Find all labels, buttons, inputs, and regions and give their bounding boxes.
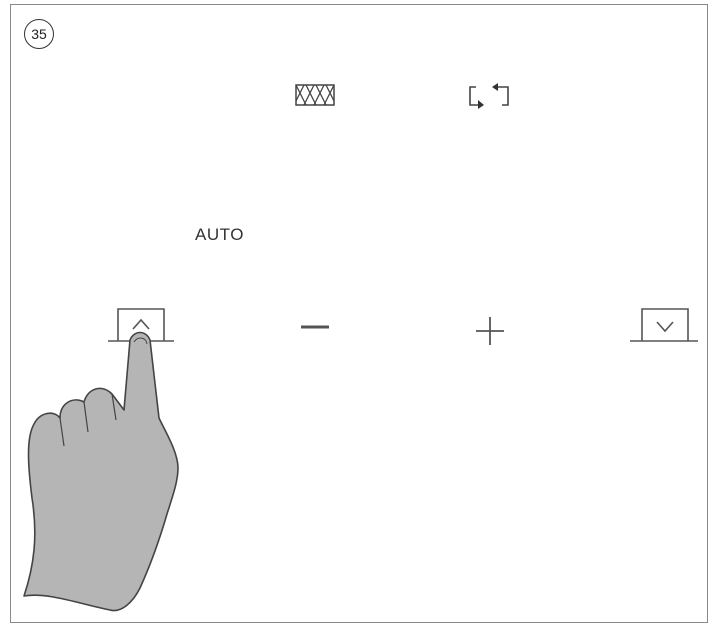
recirculate-icon[interactable] [468,83,512,109]
auto-label: AUTO [195,225,244,245]
pointing-hand-icon [20,328,190,618]
grill-icon[interactable] [295,84,335,106]
lower-button[interactable] [630,307,698,345]
step-number-badge: 35 [24,19,54,49]
minus-icon[interactable] [300,322,330,332]
plus-icon[interactable] [474,315,506,347]
